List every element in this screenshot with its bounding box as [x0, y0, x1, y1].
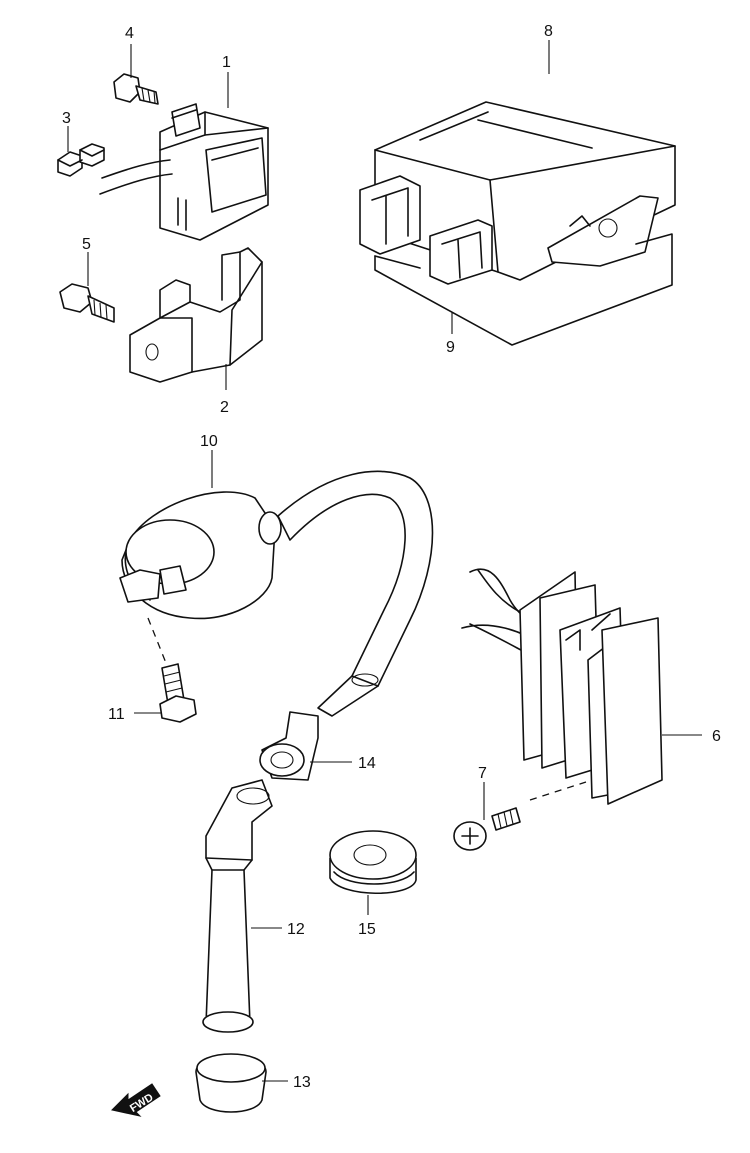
part-12-plug-cap — [202, 779, 273, 1033]
assembly-line-7 — [529, 781, 587, 801]
label-14: 14 — [358, 755, 376, 772]
label-10: 10 — [200, 433, 218, 450]
part-13-boot — [195, 1053, 267, 1113]
part-1-relay — [99, 103, 269, 241]
part-4-bolt — [113, 73, 159, 105]
part-8-control-unit — [359, 101, 676, 285]
part-14-cap — [259, 711, 319, 781]
assembly-line-11 — [147, 617, 169, 669]
label-8: 8 — [544, 23, 553, 40]
fwd-arrow-icon: FWD — [110, 1083, 161, 1117]
part-7-screw — [453, 807, 521, 851]
label-13: 13 — [293, 1074, 311, 1091]
part-9-pad — [374, 233, 673, 346]
label-9: 9 — [446, 339, 455, 356]
part-15-grommet — [329, 830, 417, 895]
part-10-ignition-coil — [119, 470, 434, 717]
label-1: 1 — [222, 54, 231, 71]
part-6-regulator — [461, 568, 663, 805]
part-2-bracket — [129, 247, 263, 383]
label-15: 15 — [358, 921, 376, 938]
label-11: 11 — [108, 706, 125, 723]
label-5: 5 — [82, 236, 91, 253]
label-3: 3 — [62, 110, 71, 127]
label-2: 2 — [220, 399, 229, 416]
part-11-bolt — [159, 663, 197, 723]
part-3-clip — [57, 143, 105, 177]
leader-lines — [67, 40, 702, 1082]
label-6: 6 — [712, 728, 721, 745]
label-12: 12 — [287, 921, 305, 938]
label-4: 4 — [125, 25, 134, 42]
label-7: 7 — [478, 765, 487, 782]
part-5-bolt — [59, 283, 115, 323]
